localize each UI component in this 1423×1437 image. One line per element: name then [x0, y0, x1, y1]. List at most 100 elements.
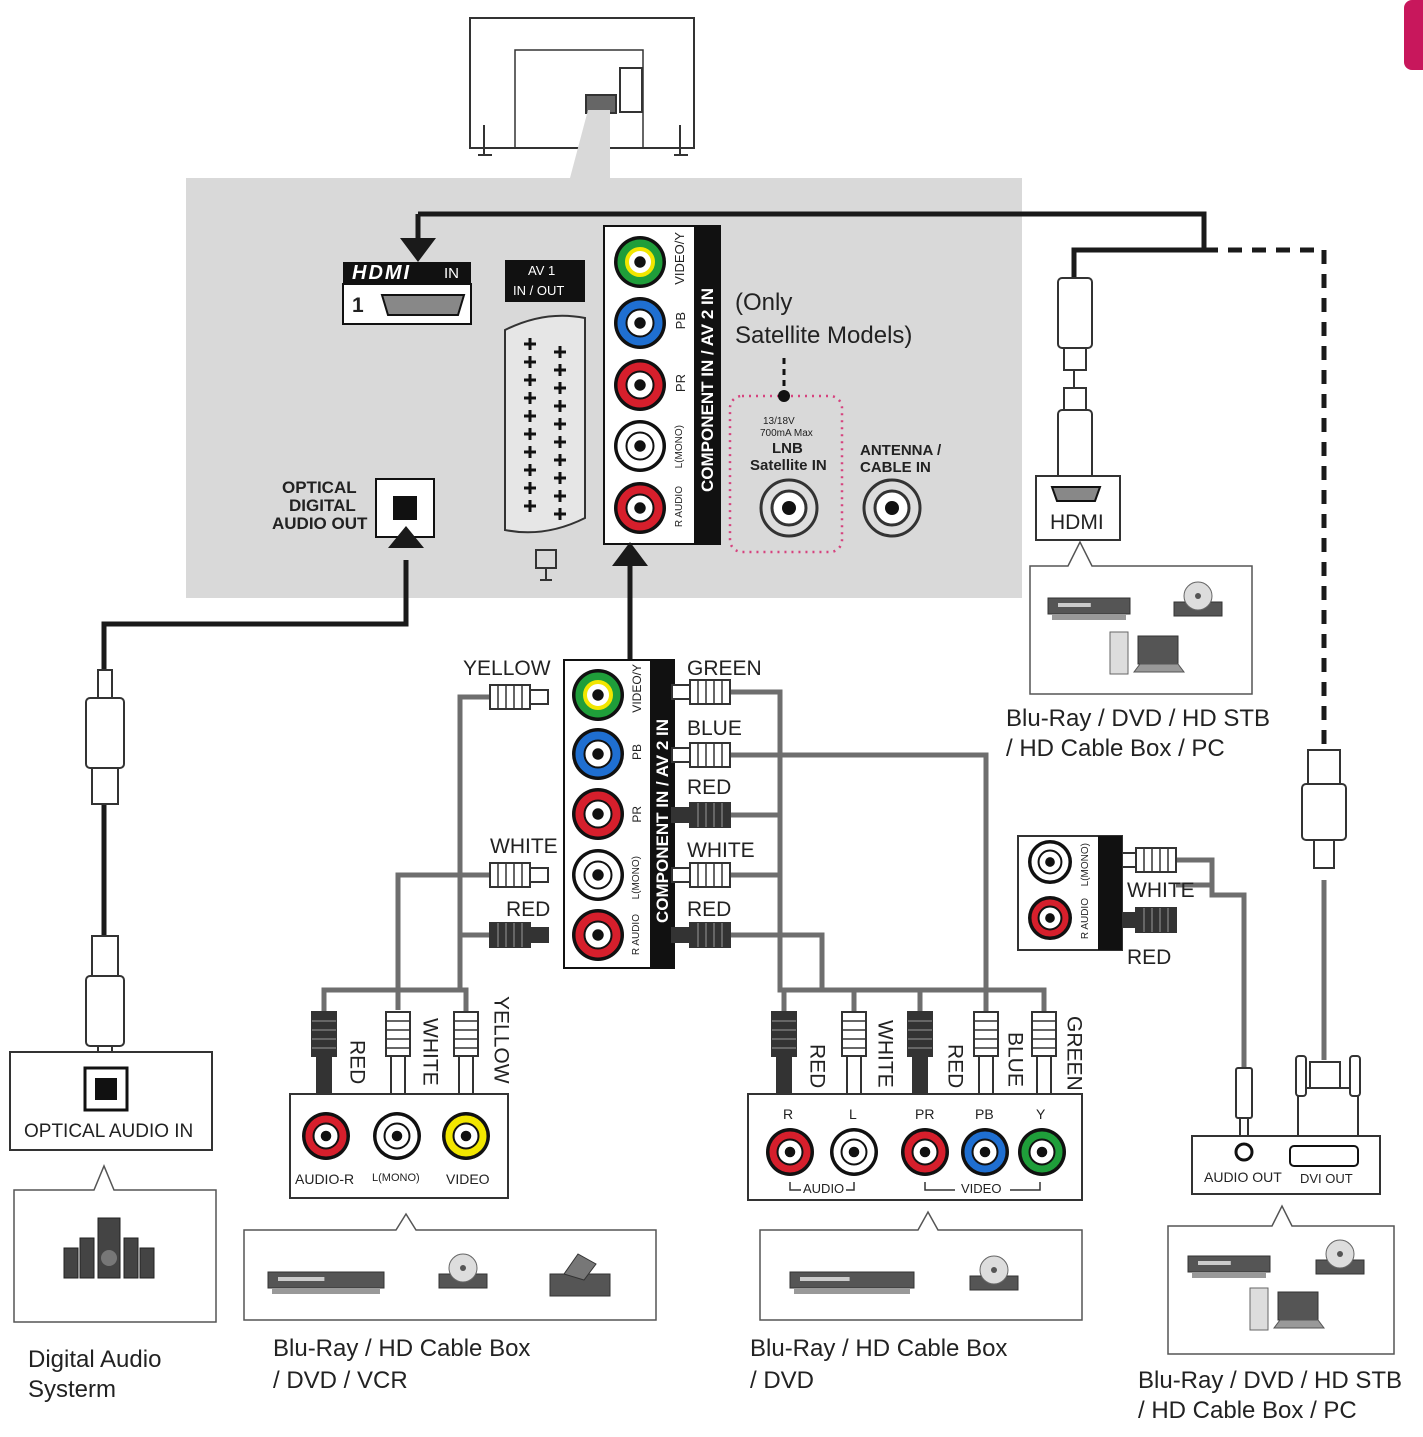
- dvi-out-label: DVI OUT: [1300, 1171, 1353, 1186]
- hdmi-port-number: 1: [352, 294, 364, 317]
- speaker-system-icon: [63, 1217, 155, 1279]
- mid-vplug-0: [771, 1011, 797, 1095]
- hdmi-device-port: [1035, 475, 1121, 541]
- optical-in-label: OPTICAL AUDIO IN: [24, 1121, 194, 1142]
- optical-out-line1: OPTICAL: [282, 478, 357, 497]
- left-cable-white: WHITE: [418, 1018, 442, 1086]
- tv-component-vertical: COMPONENT IN / AV 2 IN: [698, 287, 717, 493]
- plug-dvi-white: [1117, 847, 1177, 873]
- optical-caption-line1: Digital Audio: [28, 1346, 162, 1373]
- center-jack-2: [572, 788, 624, 840]
- center-red-left-label: RED: [506, 898, 551, 921]
- left-vplug-2: [453, 1011, 479, 1095]
- ground-icon: [535, 549, 557, 581]
- center-red-right-label: RED: [687, 898, 732, 921]
- optical-in-port: [9, 1051, 213, 1151]
- mid-device-jacks: [766, 1128, 1066, 1176]
- center-pb: PB: [630, 744, 644, 761]
- left-vplug-1: [385, 1011, 411, 1095]
- left-caption-line2: / DVD / VCR: [273, 1367, 408, 1394]
- mid-cable-red2: RED: [943, 1044, 967, 1089]
- dvi-audio-out: AUDIO OUT: [1204, 1169, 1282, 1185]
- tv-pb: PB: [673, 312, 688, 330]
- hdmi-port-label: HDMI: [352, 262, 412, 284]
- left-cable-yellow: YELLOW: [489, 996, 513, 1084]
- center-component-jacks: [572, 669, 624, 961]
- dvi-jack-red: [1028, 896, 1072, 940]
- lnb-line3: LNB: [772, 440, 803, 457]
- mid-vplug-2: [907, 1011, 933, 1095]
- tv-pr: PR: [673, 374, 688, 393]
- dvd-player-icon-mid: [969, 1255, 1019, 1291]
- tv-video-y: VIDEO/Y: [672, 232, 687, 285]
- dvi-l-mono: L(MONO): [1080, 843, 1091, 887]
- mid-jack-2: [901, 1128, 949, 1176]
- lnb-line1: 13/18V: [763, 416, 795, 427]
- center-white-left-label: WHITE: [490, 835, 558, 858]
- center-blue-label: BLUE: [687, 717, 742, 740]
- bluray-player-icon-mid: [789, 1271, 915, 1294]
- lnb-jack: [759, 478, 819, 538]
- mid-jack-4: [1018, 1128, 1066, 1176]
- mid-jack-1: [830, 1128, 878, 1176]
- mid-audio: AUDIO: [801, 1181, 847, 1198]
- tv-jack-1: [614, 297, 666, 349]
- antenna-line2: CABLE IN: [860, 459, 931, 476]
- plug-dvi-red: [1117, 907, 1177, 933]
- plug-red-left: [489, 922, 549, 948]
- tv-jack-2: [614, 359, 666, 411]
- arrow-optical: [388, 526, 424, 548]
- hdmi-caption-line2: / HD Cable Box / PC: [1006, 735, 1225, 762]
- center-red-pr-label: RED: [687, 776, 732, 799]
- left-jack-l: [373, 1112, 421, 1160]
- plug-red-right: [671, 922, 731, 948]
- tv-jack-3: [614, 420, 666, 472]
- left-cable-red: RED: [345, 1040, 369, 1085]
- bluray-player-icon-hdmi: [1047, 597, 1131, 620]
- plug-red-pr-right: [671, 802, 731, 828]
- dvi-caption-line1: Blu-Ray / DVD / HD STB: [1138, 1367, 1403, 1394]
- dvi-caption-line2: / HD Cable Box / PC: [1138, 1397, 1357, 1424]
- hdmi-dashed-cable: [1204, 247, 1327, 750]
- grey-cables: [321, 689, 1327, 1070]
- arrow-hdmi: [400, 238, 436, 262]
- tv-l-mono: L(MONO): [674, 425, 685, 469]
- hdmi-caption-line1: Blu-Ray / DVD / HD STB: [1006, 705, 1271, 732]
- dvi-audio-jacks: [1028, 840, 1072, 940]
- bluray-player-icon-left: [267, 1271, 385, 1294]
- mid-cable-white: WHITE: [873, 1020, 897, 1088]
- hdmi-device-port-label: HDMI: [1050, 511, 1104, 534]
- tv-jack-0: [614, 236, 666, 288]
- mid-r: R: [783, 1106, 794, 1122]
- audio-mini-plug: [1235, 1067, 1253, 1145]
- dvd-player-icon-left: [438, 1253, 488, 1289]
- center-pr: PR: [630, 806, 644, 823]
- mid-pr: PR: [915, 1106, 935, 1122]
- left-jack-audio-r: [302, 1112, 350, 1160]
- dvi-white-label: WHITE: [1127, 879, 1195, 902]
- hdmi-cable-plug: [1057, 277, 1093, 481]
- satellite-note-line1: (Only: [735, 289, 793, 316]
- left-vplug-0: [311, 1011, 337, 1095]
- left-audio-r: AUDIO-R: [295, 1171, 355, 1187]
- antenna-jack: [862, 478, 922, 538]
- dvd-player-icon-hdmi: [1173, 581, 1223, 617]
- av1-line2: IN / OUT: [513, 283, 565, 298]
- mid-l: L: [849, 1106, 857, 1122]
- scart-pins: [524, 338, 566, 520]
- left-caption-line1: Blu-Ray / HD Cable Box: [273, 1335, 531, 1362]
- dvi-jack-white: [1028, 840, 1072, 884]
- optical-caption-line2: Systerm: [28, 1376, 117, 1403]
- bluray-player-icon-dvi: [1187, 1255, 1271, 1278]
- mid-cable-green: GREEN: [1062, 1016, 1086, 1091]
- lnb-line4: Satellite IN: [750, 457, 827, 474]
- left-jack-video: [442, 1112, 490, 1160]
- optical-cable-plug: [85, 669, 125, 1073]
- brand-tab: [1404, 0, 1423, 70]
- device-icons: [63, 581, 1365, 1331]
- tv-component-jacks: [614, 236, 666, 534]
- tv-jack-4: [614, 482, 666, 534]
- pc-icon-hdmi: [1109, 631, 1185, 675]
- center-green-label: GREEN: [687, 657, 762, 680]
